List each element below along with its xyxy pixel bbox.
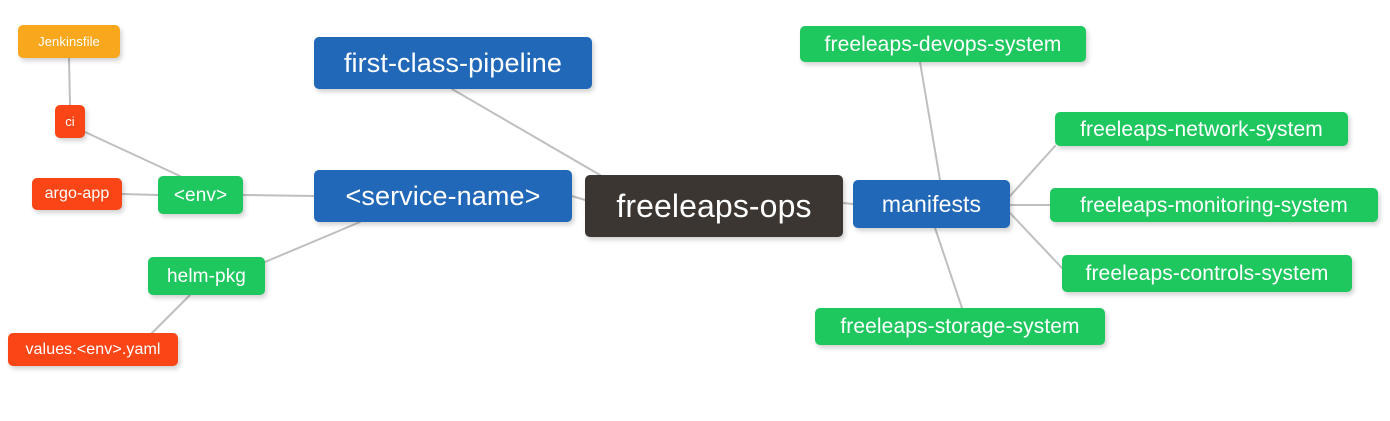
mindmap-node-label: argo-app	[44, 185, 110, 202]
mindmap-node-env[interactable]: <env>	[158, 176, 243, 214]
mindmap-node-ci[interactable]: ci	[55, 105, 85, 138]
edge-service-name-to-helm-pkg	[264, 221, 361, 263]
mindmap-node-label: freeleaps-ops	[616, 188, 812, 224]
mindmap-node-values-env-yaml[interactable]: values.<env>.yaml	[8, 333, 178, 366]
mindmap-node-label: ci	[65, 114, 75, 129]
edge-manifests-to-freeleaps-network-system	[1009, 145, 1056, 197]
mindmap-node-freeleaps-monitoring-system[interactable]: freeleaps-monitoring-system	[1050, 188, 1378, 222]
edge-env-to-ci	[84, 131, 181, 177]
mindmap-node-argo-app[interactable]: argo-app	[32, 178, 122, 210]
edge-freeleaps-ops-to-service-name	[571, 195, 586, 201]
mindmap-node-service-name[interactable]: <service-name>	[314, 170, 572, 222]
mindmap-node-label: Jenkinsfile	[38, 34, 100, 49]
mindmap-node-freeleaps-devops-system[interactable]: freeleaps-devops-system	[800, 26, 1086, 62]
mindmap-node-label: <service-name>	[345, 180, 541, 211]
edge-freeleaps-ops-to-first-class-pipeline	[451, 88, 601, 176]
mindmap-node-freeleaps-network-system[interactable]: freeleaps-network-system	[1055, 112, 1348, 146]
mindmap-node-label: freeleaps-controls-system	[1085, 262, 1329, 285]
edge-ci-to-jenkinsfile	[68, 57, 71, 106]
edge-env-to-argo-app	[121, 193, 159, 196]
edge-freeleaps-ops-to-manifests	[842, 202, 854, 205]
mindmap-node-helm-pkg[interactable]: helm-pkg	[148, 257, 265, 295]
mindmap-node-freeleaps-storage-system[interactable]: freeleaps-storage-system	[815, 308, 1105, 345]
mindmap-node-label: freeleaps-devops-system	[824, 32, 1062, 56]
mindmap-node-label: freeleaps-network-system	[1080, 117, 1323, 141]
mindmap-node-label: freeleaps-monitoring-system	[1080, 193, 1348, 217]
edge-manifests-to-freeleaps-devops-system	[919, 61, 941, 181]
mindmap-node-manifests[interactable]: manifests	[853, 180, 1010, 228]
mindmap-node-jenkinsfile[interactable]: Jenkinsfile	[18, 25, 120, 58]
edge-helm-pkg-to-values-env-yaml	[151, 294, 191, 334]
mindmap-node-freeleaps-ops[interactable]: freeleaps-ops	[585, 175, 843, 237]
mindmap-node-first-class-pipeline[interactable]: first-class-pipeline	[314, 37, 592, 89]
mindmap-node-label: first-class-pipeline	[343, 47, 563, 78]
mindmap-node-label: <env>	[173, 184, 228, 206]
edge-service-name-to-env	[242, 194, 315, 197]
mindmap-node-freeleaps-controls-system[interactable]: freeleaps-controls-system	[1062, 255, 1352, 292]
mindmap-node-label: freeleaps-storage-system	[840, 315, 1080, 338]
mindmap-node-label: manifests	[881, 190, 982, 217]
mindmap-node-label: values.<env>.yaml	[25, 340, 161, 358]
mindmap-node-label: helm-pkg	[167, 265, 246, 287]
edge-manifests-to-freeleaps-storage-system	[934, 227, 963, 309]
